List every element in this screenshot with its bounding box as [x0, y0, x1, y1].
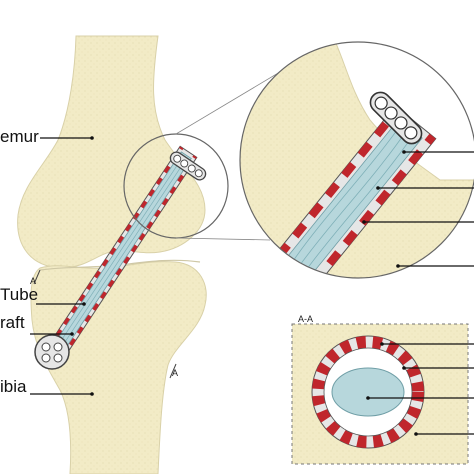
cross-section: A-A	[291, 314, 469, 465]
femoral-button	[169, 151, 207, 181]
zoom-femoral-button	[369, 91, 423, 145]
section-marker-left: A	[30, 269, 41, 286]
section-leaders	[366, 342, 474, 436]
svg-text:A: A	[172, 368, 178, 378]
tibia-label: ibia	[0, 377, 27, 396]
tube-label: Tube	[0, 285, 38, 304]
zoom-connector-bottom	[175, 237, 271, 241]
graft-label: raft	[0, 313, 25, 332]
section-marker-right: A	[169, 363, 178, 379]
section-title: A-A	[298, 314, 313, 324]
tibial-button	[34, 334, 70, 370]
zoom-tube	[275, 105, 437, 278]
femur-label: emur	[0, 127, 39, 146]
svg-text:A: A	[30, 276, 36, 286]
section-graft	[331, 367, 405, 417]
zoom-leaders	[362, 150, 474, 268]
zoom-view	[239, 41, 474, 279]
